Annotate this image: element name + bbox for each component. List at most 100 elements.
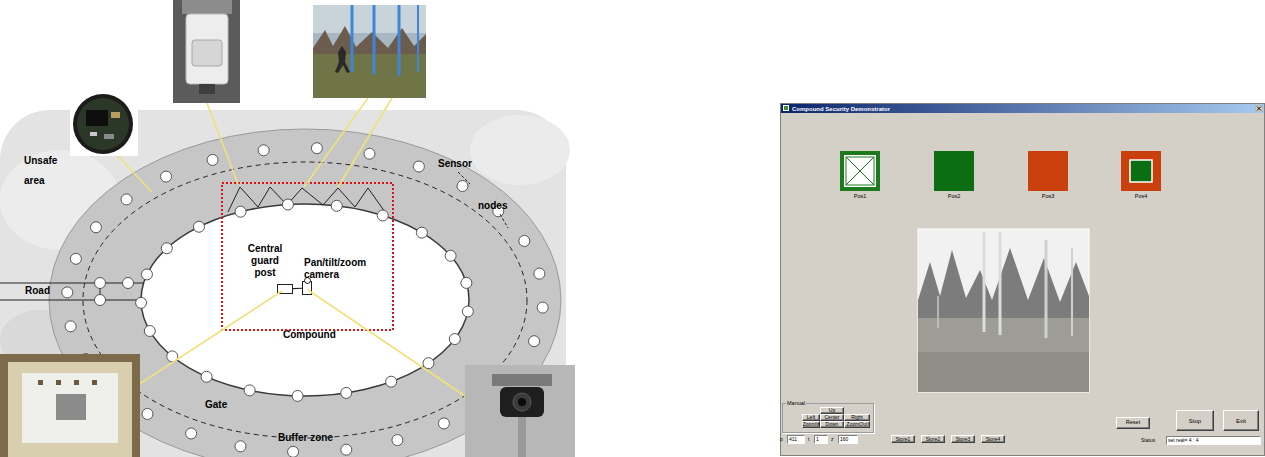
push-button: ZoomOut: [844, 421, 870, 428]
sensor-node: [386, 376, 397, 387]
monitor-photo: [0, 354, 140, 457]
view-sky: [918, 229, 1089, 392]
close-button-face: [1255, 105, 1263, 112]
push-button: Reset: [1116, 417, 1150, 429]
sensor-node: [62, 287, 73, 298]
sensor-lens: [192, 40, 222, 66]
board-part: [90, 132, 97, 136]
sensor-node: [438, 418, 449, 429]
sensor-links: [228, 187, 385, 212]
camera-box: Pan/tilt/zoom camera: [300, 255, 392, 297]
sensor-node: [244, 385, 255, 396]
position-square: [1028, 151, 1068, 191]
push-button: Down: [820, 421, 844, 428]
photo-frame: [173, 0, 240, 103]
button-label: Stop: [1189, 418, 1201, 424]
dashed-ring: [83, 162, 527, 438]
sensor-node: [161, 243, 172, 254]
sensor-node: [95, 295, 106, 306]
sensor-node: [141, 269, 152, 280]
sensor-housing: [186, 14, 228, 84]
view-pole: [1071, 248, 1073, 336]
push-button: Up: [820, 407, 844, 414]
sensor-node: [186, 428, 197, 439]
button-label: Exit: [1236, 418, 1246, 424]
screen-square: [74, 380, 79, 385]
sensor-node: [282, 199, 293, 210]
sensor-node: [445, 250, 456, 261]
sensor-node: [70, 253, 81, 264]
area-label: Road: [25, 285, 50, 297]
close-button: [1255, 105, 1263, 112]
button-label: Center: [824, 415, 839, 420]
camera-stand: [518, 417, 526, 457]
push-button: Stop: [1176, 410, 1214, 431]
screen-photo: [56, 394, 86, 420]
sensor-node: [235, 206, 246, 217]
view-trees: [918, 248, 1089, 322]
sensor-node: [341, 444, 352, 455]
button-label: Right: [851, 415, 863, 420]
sensor-node: [478, 395, 489, 406]
square-inner: [846, 157, 874, 185]
sensor-node: [90, 222, 101, 233]
button-label: ZoomOut: [847, 422, 868, 427]
view-pole: [1045, 240, 1048, 338]
leader-lines: [112, 98, 468, 398]
sensor-node: [193, 221, 204, 232]
push-button: ZoomIn: [802, 421, 820, 428]
node-label: Pos4: [1117, 192, 1165, 200]
photo-sky: [313, 5, 426, 98]
view-pole: [999, 232, 1002, 335]
sensor-node: [161, 171, 172, 182]
sensor-node: [144, 325, 155, 336]
sensor-node: [537, 302, 548, 313]
leader-line: [112, 150, 152, 192]
sensor-node: [331, 200, 342, 211]
sensor-board-photo: [70, 92, 138, 156]
camera-body: [500, 387, 544, 417]
button-label: 160: [840, 437, 848, 442]
button-label: 1: [816, 437, 819, 442]
sensor-node: [106, 383, 117, 394]
button-label: Store1: [896, 437, 911, 442]
sensor-node: [292, 390, 303, 401]
control-group: ManualUpLeftCenterRightZoomInDownZoomOut: [782, 403, 874, 433]
button-label: ZoomIn: [803, 422, 820, 427]
push-button: Left: [802, 414, 820, 421]
close-cross: [1257, 107, 1261, 111]
sensor-node: [534, 268, 545, 279]
photo-pole: [398, 5, 401, 76]
sensor-node: [461, 277, 472, 288]
push-button: Store1: [891, 435, 915, 443]
window-icon: [783, 105, 789, 111]
board-part: [111, 112, 120, 118]
road-edge: [0, 282, 143, 283]
sensor-node: [519, 235, 530, 246]
position-indicator: Pos1: [836, 149, 884, 203]
ellipse-outline: [140, 203, 470, 397]
guard-post-symbol: [277, 284, 293, 294]
photo-person: [335, 46, 350, 73]
status-field: set real= 4 : 4: [1166, 436, 1261, 445]
sensor-node: [167, 351, 178, 362]
sensor-node: [311, 143, 322, 154]
photo-trees: [313, 26, 426, 55]
sensor-node: [457, 181, 468, 192]
leader-line: [118, 291, 282, 398]
sensor-node: [201, 371, 212, 382]
sensor-node: [529, 336, 540, 347]
wall-mount: [182, 0, 232, 14]
push-button: Center: [820, 414, 844, 421]
sensor-node: [341, 387, 352, 398]
camera-symbol: [302, 281, 312, 295]
sensor-leader: [458, 172, 470, 184]
push-button: Store3: [951, 435, 975, 443]
square-cross: [846, 157, 874, 185]
compound-shape: [141, 204, 469, 396]
sensor-node: [142, 408, 153, 419]
photo-frame: [465, 365, 575, 457]
screen-square: [38, 380, 43, 385]
